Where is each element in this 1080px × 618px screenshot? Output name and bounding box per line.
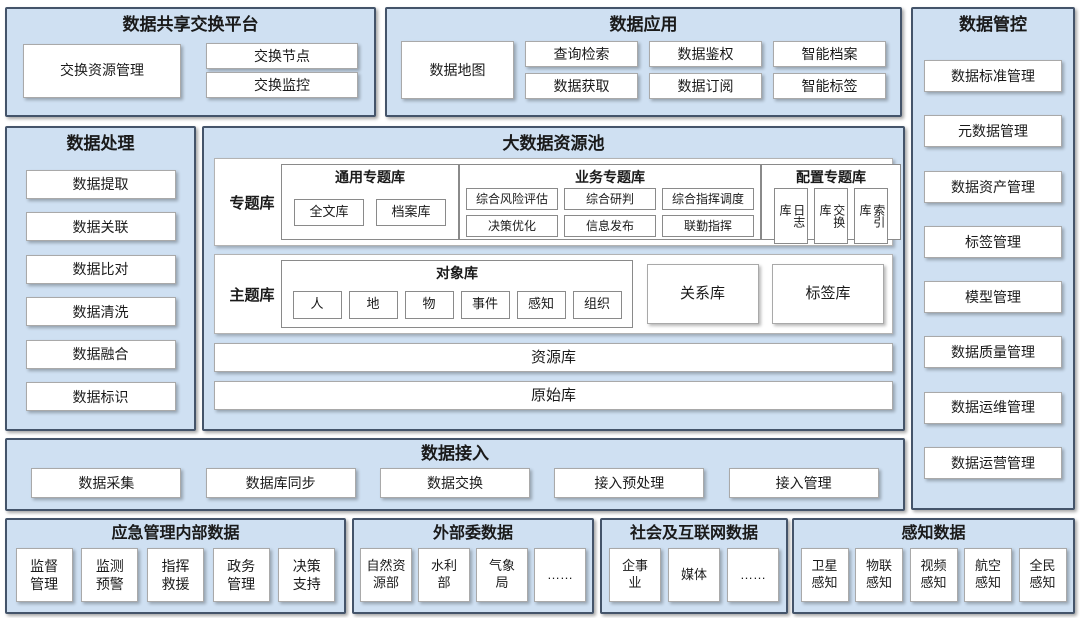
box-access-mgmt: 接入管理 (728, 468, 879, 498)
box-tag-db: 标签库 (772, 264, 884, 324)
box-enterprise: 企事 业 (609, 548, 661, 602)
box-model-mgmt: 模型管理 (924, 281, 1062, 314)
thematic-db-row: 专题库 通用专题库 全文库 档案库 业务专题库 综合风险评估 综合研判 综合指挥… (214, 158, 901, 246)
block-title-big-data-pool: 大数据资源池 (502, 134, 605, 153)
group-config-thematic: 配置专题库 日志 库 交换 库 索引 库 (761, 164, 901, 244)
box-metadata-mgmt: 元数据管理 (924, 115, 1062, 148)
box-meteorological-bureau: 气象 局 (476, 548, 528, 602)
box-exchange-resource-mgmt: 交换资源管理 (23, 43, 181, 98)
group-general-thematic: 通用专题库 全文库 档案库 (281, 164, 459, 240)
block-internal-data: 应急管理内部数据 监督 管理 监测 预警 指挥 救援 政务 管理 决策 支持 (5, 518, 346, 614)
box-decision-support: 决策 支持 (278, 548, 336, 602)
group-object-db: 对象库 人 地 物 事件 感知 组织 (281, 260, 633, 328)
box-exchange-node: 交换节点 (206, 43, 358, 69)
box-risk-assessment: 综合风险评估 (466, 188, 558, 210)
group-business-thematic: 业务专题库 综合风险评估 综合研判 综合指挥调度 决策优化 信息发布 联勤指挥 (459, 164, 761, 240)
box-person: 人 (292, 290, 342, 319)
block-title-social-data: 社会及互联网数据 (629, 525, 758, 542)
box-satellite-perception: 卫星 感知 (800, 548, 849, 602)
box-data-map: 数据地图 (401, 41, 514, 99)
box-data-relate: 数据关联 (25, 212, 176, 242)
block-big-data-pool: 大数据资源池 专题库 通用专题库 全文库 档案库 业务专题库 综合风险评估 综合… (202, 126, 905, 431)
box-data-asset-mgmt: 数据资产管理 (924, 170, 1062, 203)
box-data-compare: 数据比对 (25, 254, 176, 284)
block-data-processing: 数据处理 数据提取 数据关联 数据比对 数据清洗 数据融合 数据标识 (5, 126, 196, 431)
block-exchange-platform: 数据共享交换平台 交换资源管理 交换节点 交换监控 (5, 7, 376, 117)
box-command-rescue: 指挥 救援 (146, 548, 204, 602)
block-title-external-data: 外部委数据 (432, 525, 513, 542)
box-natural-resources-ministry: 自然资 源部 (360, 548, 412, 602)
box-joint-command: 联勤指挥 (662, 215, 754, 237)
thematic-db-label: 专题库 (229, 194, 275, 212)
box-access-preprocess: 接入预处理 (554, 468, 705, 498)
box-exchange-db: 交换 库 (814, 188, 848, 244)
box-data-quality-mgmt: 数据质量管理 (924, 336, 1062, 369)
box-social-ellipsis: …… (727, 548, 779, 602)
box-water-ministry: 水利 部 (418, 548, 470, 602)
block-title-perception-data: 感知数据 (901, 525, 966, 542)
box-log-db: 日志 库 (774, 188, 808, 244)
box-organization: 组织 (572, 290, 622, 319)
box-command-dispatch: 综合指挥调度 (662, 188, 754, 210)
subject-db-row: 主题库 对象库 人 地 物 事件 感知 组织 关系库 标签库 (214, 254, 893, 334)
box-db-sync: 数据库同步 (205, 468, 356, 498)
box-data-auth: 数据鉴权 (649, 41, 762, 67)
box-decision-optimization: 决策优化 (466, 215, 558, 237)
block-title-exchange-platform: 数据共享交换平台 (122, 15, 259, 34)
box-data-extract: 数据提取 (25, 169, 176, 199)
box-data-label: 数据标识 (25, 382, 176, 412)
box-data-operation-mgmt: 数据运营管理 (924, 446, 1062, 479)
bar-resource-db: 资源库 (214, 343, 893, 372)
box-data-exchange: 数据交换 (379, 468, 530, 498)
box-data-fetch: 数据获取 (525, 73, 638, 99)
box-video-perception: 视频 感知 (909, 548, 958, 602)
box-index-db: 索引 库 (854, 188, 888, 244)
box-gov-affairs-mgmt: 政务 管理 (212, 548, 270, 602)
box-data-subscribe: 数据订阅 (649, 73, 762, 99)
block-title-data-access: 数据接入 (421, 444, 489, 463)
block-data-application: 数据应用 数据地图 查询检索 数据获取 数据鉴权 数据订阅 智能档案 智能标签 (385, 7, 902, 117)
box-relation-db: 关系库 (646, 264, 759, 324)
block-perception-data: 感知数据 卫星 感知 物联 感知 视频 感知 航空 感知 全民 感知 (792, 518, 1075, 614)
group-business-thematic-title: 业务专题库 (575, 169, 645, 185)
box-external-ellipsis: …… (534, 548, 586, 602)
block-title-internal-data: 应急管理内部数据 (111, 525, 240, 542)
bar-raw-db: 原始库 (214, 381, 893, 410)
block-title-data-processing: 数据处理 (66, 134, 135, 153)
box-aviation-perception: 航空 感知 (964, 548, 1012, 602)
box-smart-archive: 智能档案 (773, 41, 886, 67)
box-info-release: 信息发布 (564, 215, 656, 237)
box-data-clean: 数据清洗 (25, 297, 176, 327)
box-query-search: 查询检索 (525, 41, 638, 67)
box-data-fuse: 数据融合 (25, 339, 176, 369)
box-place: 地 (348, 290, 398, 319)
box-comprehensive-analysis: 综合研判 (564, 188, 656, 210)
group-config-thematic-title: 配置专题库 (796, 169, 866, 185)
subject-db-label: 主题库 (229, 286, 275, 304)
box-archive-db: 档案库 (376, 199, 446, 226)
group-general-thematic-title: 通用专题库 (335, 169, 405, 185)
box-smart-tag: 智能标签 (773, 73, 886, 99)
block-title-data-governance: 数据管控 (959, 15, 1027, 34)
box-iot-perception: 物联 感知 (855, 548, 903, 602)
box-data-standard-mgmt: 数据标准管理 (924, 60, 1062, 93)
box-tag-mgmt: 标签管理 (924, 225, 1062, 258)
box-fulltext-db: 全文库 (294, 199, 364, 226)
block-external-data: 外部委数据 自然资 源部 水利 部 气象 局 …… (352, 518, 594, 614)
box-monitor-warning: 监测 预警 (81, 548, 139, 602)
block-data-access: 数据接入 数据采集 数据库同步 数据交换 接入预处理 接入管理 (5, 438, 905, 511)
block-title-data-application: 数据应用 (609, 15, 678, 34)
box-supervision-mgmt: 监督 管理 (15, 548, 73, 602)
box-public-perception: 全民 感知 (1018, 548, 1067, 602)
box-perception: 感知 (516, 290, 566, 319)
box-thing: 物 (404, 290, 454, 319)
box-exchange-monitor: 交换监控 (206, 72, 358, 98)
box-data-collection: 数据采集 (31, 468, 182, 498)
block-data-governance: 数据管控 数据标准管理 元数据管理 数据资产管理 标签管理 模型管理 数据质量管… (911, 7, 1075, 510)
group-object-db-title: 对象库 (436, 265, 478, 281)
box-media: 媒体 (668, 548, 720, 602)
box-event: 事件 (460, 290, 510, 319)
block-social-data: 社会及互联网数据 企事 业 媒体 …… (600, 518, 788, 614)
box-data-ops-maintenance-mgmt: 数据运维管理 (924, 391, 1062, 424)
